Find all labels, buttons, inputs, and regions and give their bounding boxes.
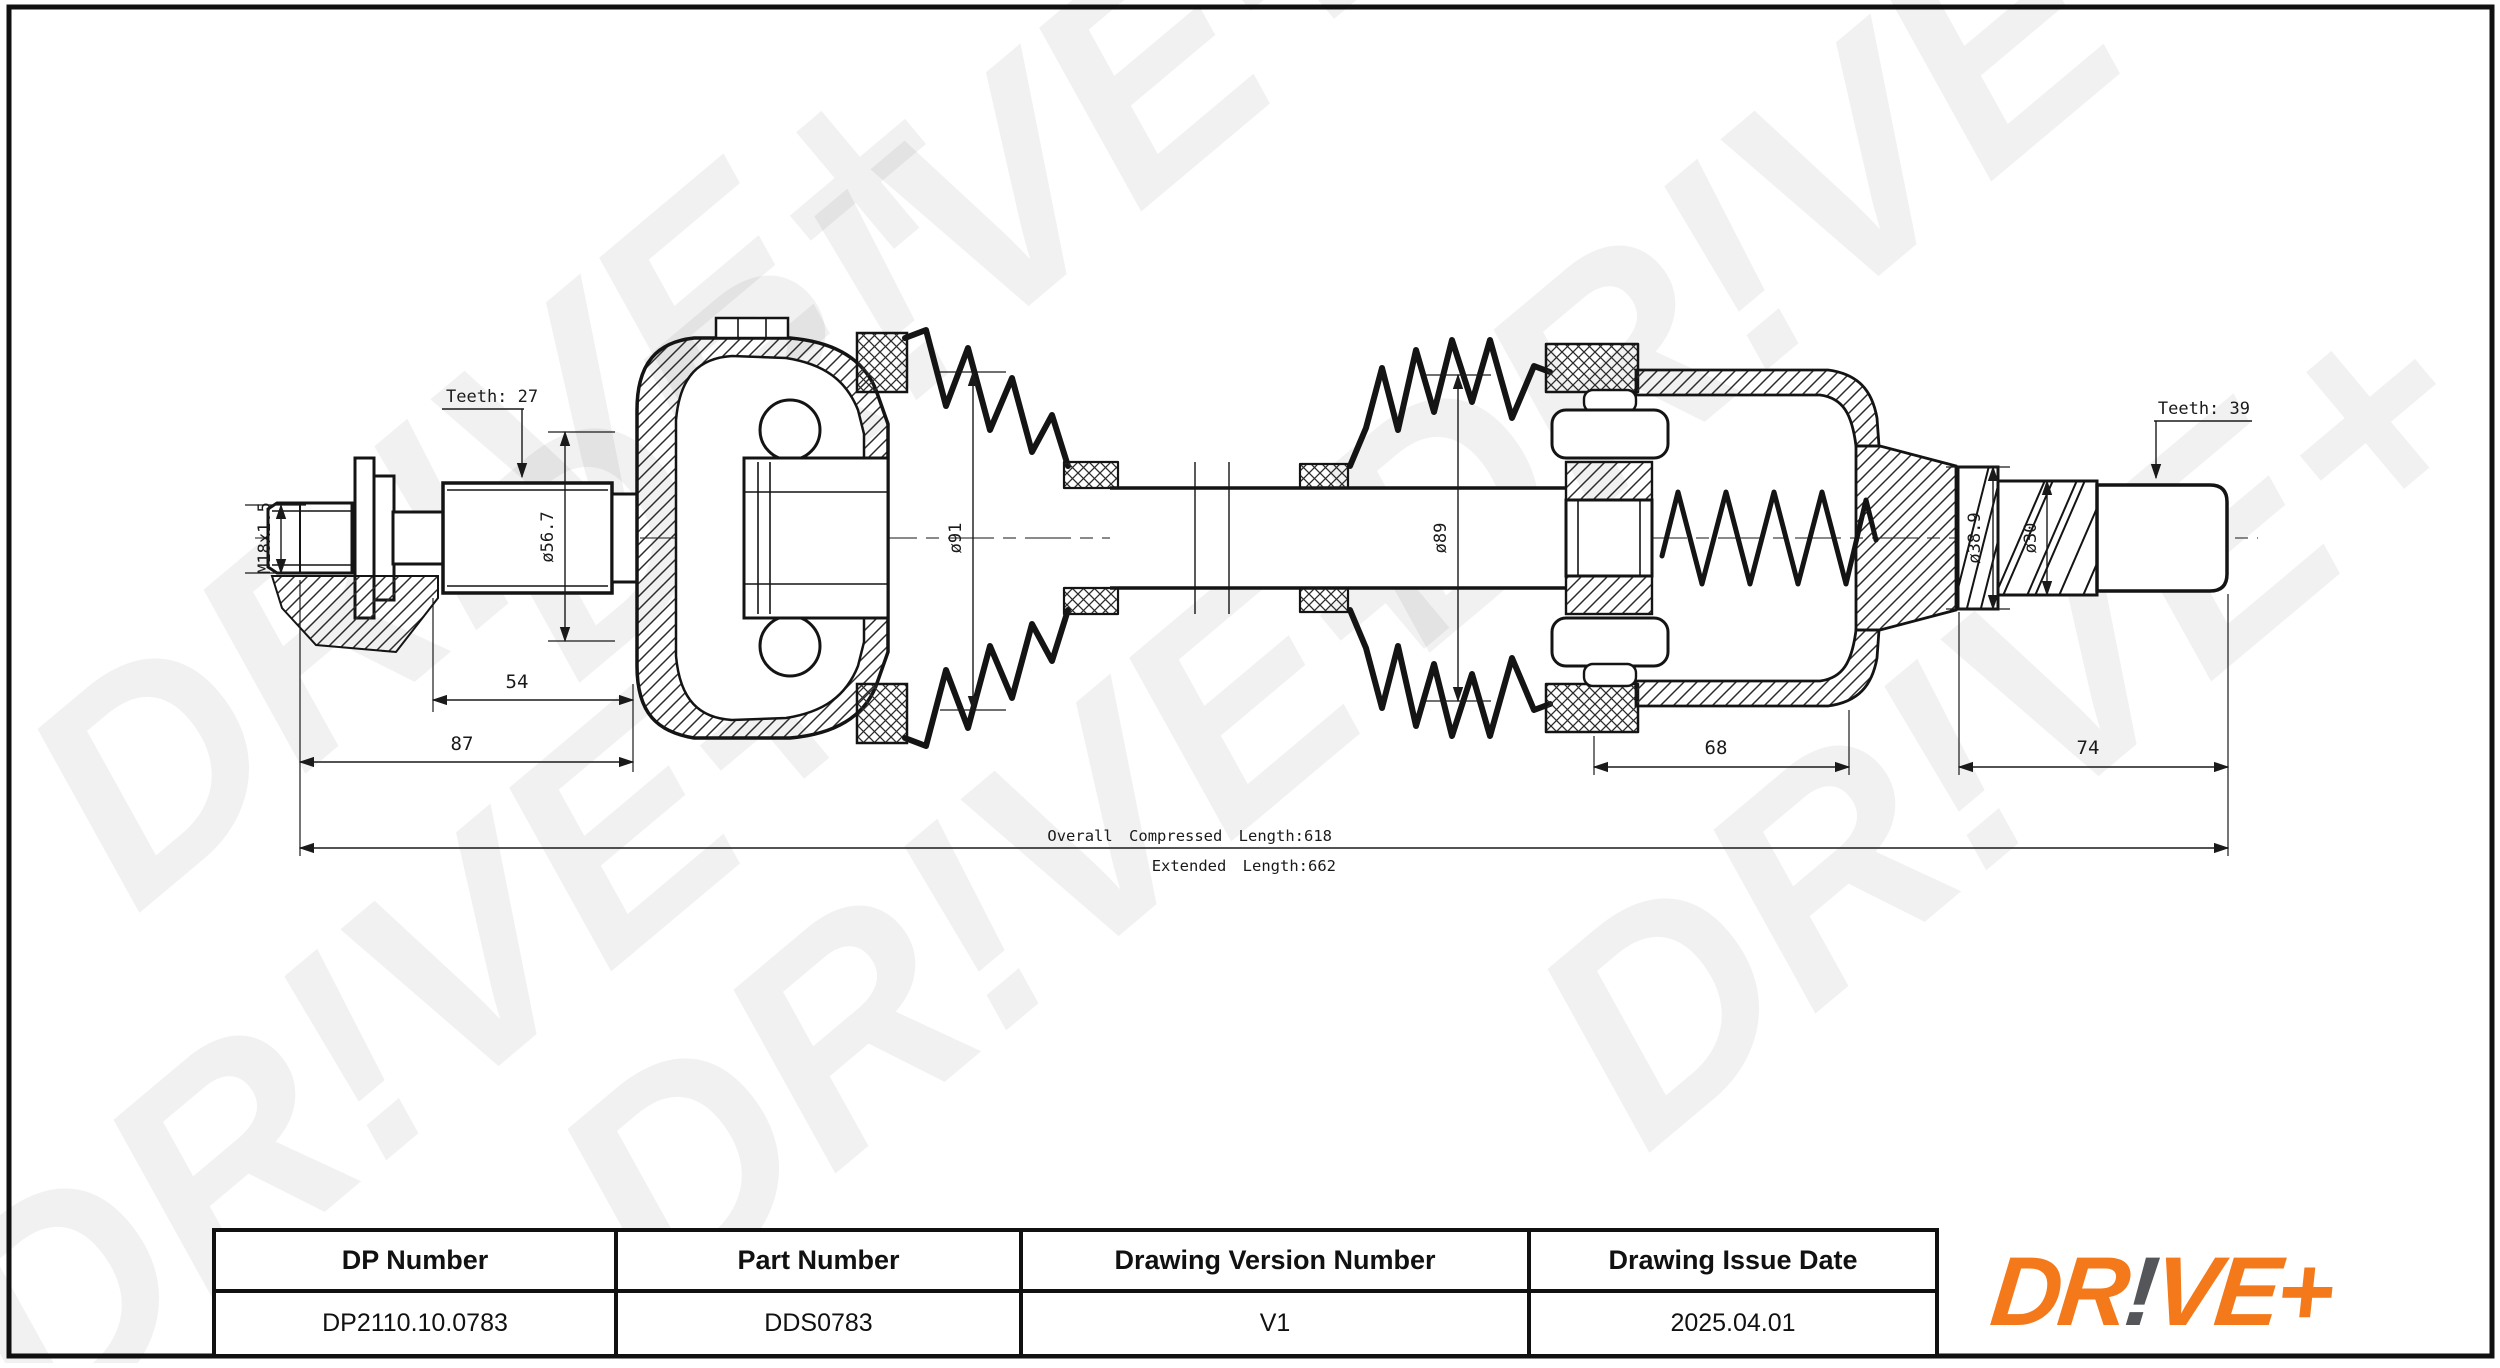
cv-top-tab [714,316,790,340]
title-block-table: DP Number Part Number Drawing Version Nu… [212,1228,1939,1358]
thread-stub [266,501,354,575]
boot-clamp-small [1298,462,1350,490]
value-part-number: DDS0783 [618,1293,1023,1354]
header-part-number: Part Number [618,1232,1023,1293]
right-boot [1298,337,1640,739]
tripod-trunnion [1564,574,1654,616]
stub-end-cylinder [2095,483,2229,593]
outer-cv-joint [635,316,909,745]
cv-ball-bottom [758,614,822,678]
label-thread: M18x1.5 [255,502,275,574]
value-issue-date: 2025.04.01 [1670,1309,1796,1337]
header-issue-date: Drawing Issue Date [1531,1232,1935,1293]
left-boot [902,327,1120,749]
label-dia-stub-ring: ø38.9 [1965,512,1985,563]
dust-shield-section [270,575,439,654]
value-drawing-version: V1 [1023,1293,1531,1354]
intermediate-shaft [1110,462,1566,614]
label-teeth-left: Teeth: 27 [446,387,538,407]
label-compressed-length: Overall Compressed Length:618 [1047,827,1332,845]
label-len-stub: 74 [2077,737,2100,759]
tripod-roller [1550,408,1670,460]
cv-inner-race [742,456,890,620]
label-teeth-right: Teeth: 39 [2158,399,2250,419]
boot-clamp-big [1544,342,1640,394]
tripod-hub [1564,498,1654,578]
spline-shaft-left [441,481,614,595]
boot-clamp-small [1062,460,1120,490]
label-extended-length: Extended Length:662 [1152,857,1336,875]
cv-ball-top [758,398,822,462]
tripod-roller [1550,616,1670,668]
dimension-labels: Teeth: 27 M18x1.5 ø56.7 54 87 ø91 ø89 68… [255,387,2250,875]
tripod-cap [1582,662,1638,688]
joint-spring [1659,489,1879,587]
boot-clamp-small [1062,586,1120,616]
dimensions [245,370,2252,856]
label-dia-boot-right: ø89 [1431,523,1451,554]
label-dia-stub-spline: ø30 [2021,523,2041,554]
boot-clamp-big [1544,682,1640,734]
header-drawing-version: Drawing Version Number [1023,1232,1531,1293]
boot-clamp [855,682,909,745]
tripod-trunnion [1564,460,1654,502]
inner-housing-right-block [1854,444,1958,632]
label-len-outer: 87 [451,733,474,755]
label-len-spline: 54 [506,671,529,693]
left-stub-shaft [266,456,639,654]
inner-joint [1550,368,1958,708]
brand-logo: DR!VE+ [1986,1236,2487,1346]
header-dp-number: DP Number [216,1232,618,1293]
value-dp-number: DP2110.10.0783 [216,1293,618,1354]
boot-clamp-small [1298,586,1350,614]
logo-dr: DR [1986,1235,2132,1346]
step-ring [610,492,639,584]
stub-neck [391,510,445,566]
label-dia-spline: ø56.7 [538,511,558,562]
label-len-inner: 68 [1705,737,1728,759]
label-dia-boot-left: ø91 [946,523,966,554]
logo-ve-plus: VE+ [2148,1235,2336,1346]
boot-clamp [855,331,909,394]
drawing-frame [6,4,2495,1359]
